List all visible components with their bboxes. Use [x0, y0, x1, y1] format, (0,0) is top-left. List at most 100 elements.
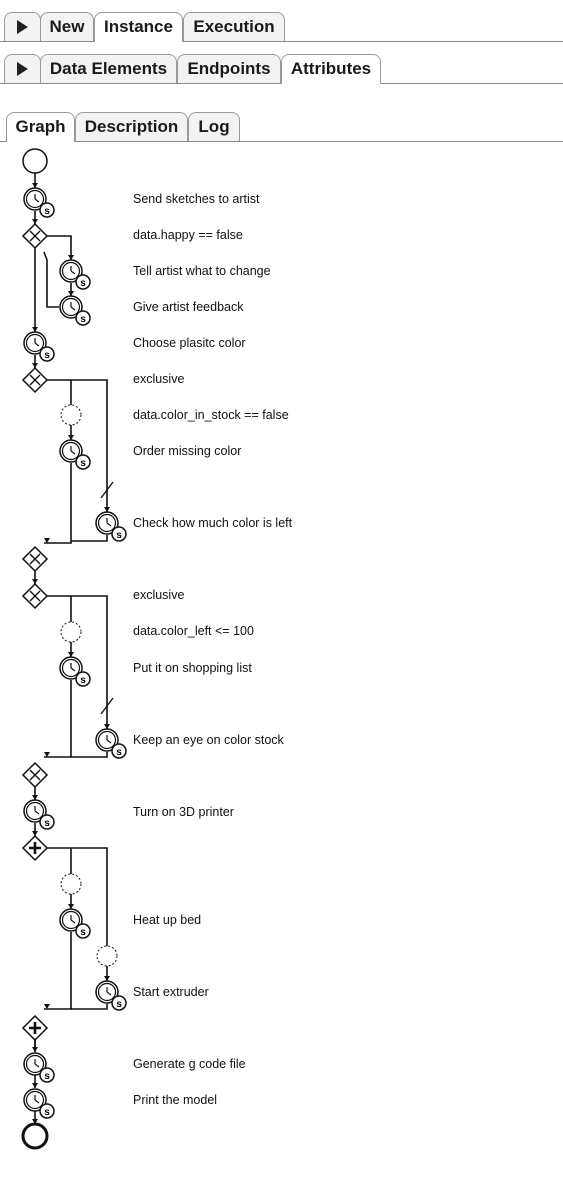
- node-label: exclusive: [133, 588, 184, 602]
- tab-log[interactable]: Log: [188, 112, 240, 141]
- task-node[interactable]: s: [95, 511, 127, 542]
- flow-edge: [71, 752, 108, 758]
- task-node[interactable]: s: [59, 295, 91, 326]
- task-node[interactable]: s: [95, 980, 127, 1011]
- graph-labels: Send sketches to artist data.happy == fal…: [133, 192, 293, 1107]
- tab-description[interactable]: Description: [75, 112, 188, 141]
- flow-edge: [44, 463, 72, 544]
- flow-edge: [44, 680, 72, 758]
- flow-edge: [71, 535, 108, 542]
- svg-text:s: s: [80, 458, 86, 469]
- condition-marker: [60, 404, 82, 426]
- svg-text:s: s: [80, 927, 86, 938]
- exclusive-gateway[interactable]: [21, 761, 49, 789]
- task-node[interactable]: s: [59, 259, 91, 290]
- tabbar-divider: [0, 141, 563, 142]
- svg-text:s: s: [44, 350, 50, 361]
- arrow-head: [68, 255, 74, 260]
- tab-data-elements[interactable]: Data Elements: [40, 54, 177, 83]
- svg-text:s: s: [80, 278, 86, 289]
- arrow-head: [104, 507, 110, 512]
- top-tabbar: New Instance Execution: [0, 6, 563, 42]
- tabbar-divider: [0, 41, 563, 42]
- node-label: data.happy == false: [133, 228, 243, 242]
- task-node[interactable]: s: [23, 1088, 55, 1119]
- svg-text:s: s: [44, 206, 50, 217]
- node-label: Heat up bed: [133, 913, 201, 927]
- task-node[interactable]: s: [23, 331, 55, 362]
- play-icon: [17, 20, 28, 35]
- arrow-head: [44, 752, 50, 757]
- node-label: Send sketches to artist: [133, 192, 260, 206]
- parallel-gateway[interactable]: [21, 1014, 49, 1042]
- tab-new[interactable]: New: [40, 12, 94, 41]
- tab-execution[interactable]: Execution: [183, 12, 285, 41]
- arrow-head: [68, 652, 74, 657]
- tab-endpoints[interactable]: Endpoints: [177, 54, 281, 83]
- arrow-head: [32, 363, 38, 368]
- condition-marker: [60, 621, 82, 643]
- arrow-head: [44, 1004, 50, 1009]
- tab-instance[interactable]: Instance: [94, 12, 183, 42]
- arrow-head: [32, 1083, 38, 1088]
- node-label: Tell artist what to change: [133, 264, 271, 278]
- exclusive-gateway[interactable]: [21, 545, 49, 573]
- arrow-head: [32, 327, 38, 332]
- flow-edge: [47, 235, 72, 260]
- task-node[interactable]: s: [23, 799, 55, 830]
- node-label: Print the model: [133, 1093, 217, 1107]
- graph-edges: [32, 173, 114, 1124]
- arrow-head: [32, 831, 38, 836]
- flow-edge: [71, 847, 108, 981]
- exclusive-gateway[interactable]: [21, 366, 49, 394]
- node-label: data.color_left <= 100: [133, 624, 254, 638]
- arrow-head: [104, 724, 110, 729]
- node-label: Give artist feedback: [133, 300, 244, 314]
- svg-text:s: s: [80, 314, 86, 325]
- task-node[interactable]: s: [59, 656, 91, 687]
- node-label: data.color_in_stock == false: [133, 408, 289, 422]
- play-icon: [17, 62, 28, 77]
- svg-text:s: s: [80, 675, 86, 686]
- exclusive-gateway[interactable]: [21, 222, 49, 250]
- node-label: exclusive: [133, 372, 184, 386]
- svg-text:s: s: [116, 530, 122, 541]
- tab-attributes[interactable]: Attributes: [281, 54, 381, 84]
- node-label: Choose plasitc color: [133, 336, 246, 350]
- parallel-gateway[interactable]: [21, 834, 49, 862]
- flow-edge: [71, 1004, 108, 1010]
- start-event[interactable]: [22, 148, 48, 174]
- task-node[interactable]: s: [59, 908, 91, 939]
- task-node[interactable]: s: [23, 187, 55, 218]
- arrow-head: [104, 976, 110, 981]
- tab-graph[interactable]: Graph: [6, 112, 75, 142]
- arrow-head: [68, 904, 74, 909]
- exclusive-gateway[interactable]: [21, 582, 49, 610]
- arrow-head: [32, 579, 38, 584]
- play-toggle-button[interactable]: [4, 12, 41, 41]
- node-label: Keep an eye on color stock: [133, 733, 285, 747]
- node-label: Check how much color is left: [133, 516, 293, 530]
- task-node[interactable]: s: [23, 1052, 55, 1083]
- node-label: Start extruder: [133, 985, 209, 999]
- arrow-head: [32, 219, 38, 224]
- arrow-head: [32, 795, 38, 800]
- play-toggle-button[interactable]: [4, 54, 41, 83]
- graph-nodes: s s s s s s s s s s s s s: [21, 148, 127, 1150]
- svg-text:s: s: [44, 1107, 50, 1118]
- arrow-head: [32, 1119, 38, 1124]
- condition-marker: [96, 945, 118, 967]
- arrow-head: [68, 291, 74, 296]
- node-label: Order missing color: [133, 444, 241, 458]
- view-tabbar: Graph Description Log: [0, 106, 563, 142]
- svg-text:s: s: [44, 1071, 50, 1082]
- instance-tabbar: Data Elements Endpoints Attributes: [0, 48, 563, 84]
- default-branch-marker: [100, 697, 114, 715]
- task-node[interactable]: s: [59, 439, 91, 470]
- arrow-head: [32, 183, 38, 188]
- node-label: Put it on shopping list: [133, 661, 252, 675]
- default-branch-marker: [100, 481, 114, 499]
- end-event[interactable]: [21, 1122, 49, 1150]
- task-node[interactable]: s: [95, 728, 127, 759]
